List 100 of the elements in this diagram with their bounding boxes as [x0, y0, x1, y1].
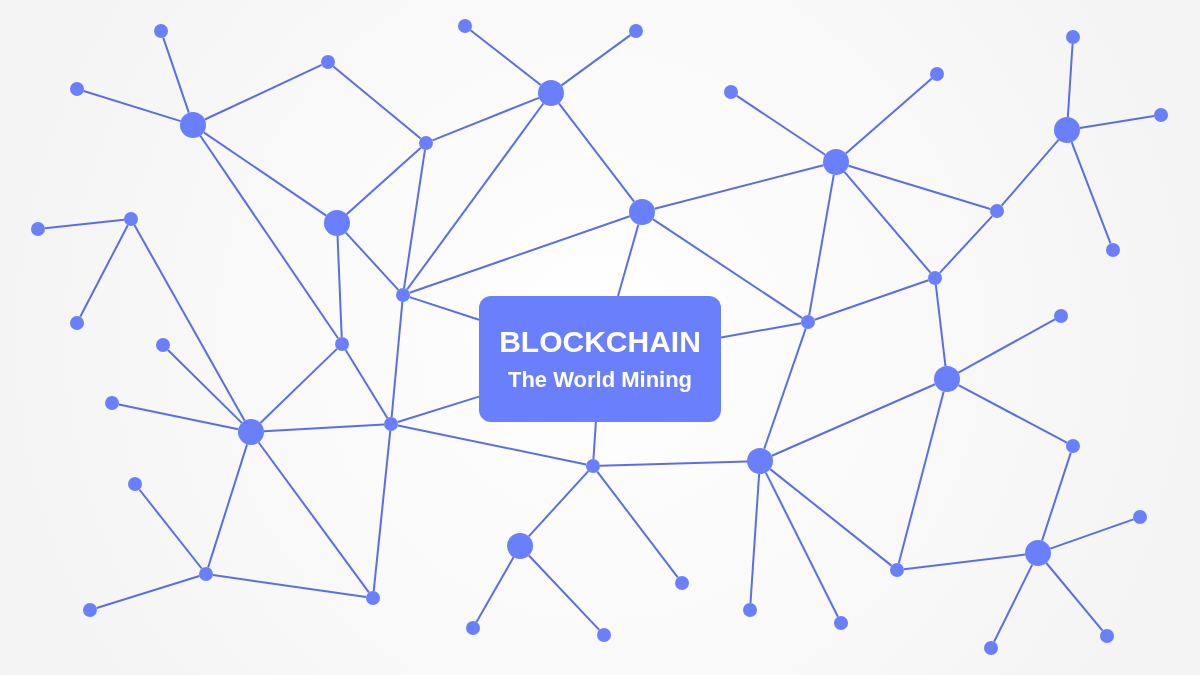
network-node [180, 112, 206, 138]
network-node [743, 603, 757, 617]
network-node [586, 459, 600, 473]
title-box [479, 296, 721, 422]
connector-line [390, 300, 404, 419]
connector-line [79, 224, 129, 318]
connector-line [475, 556, 515, 623]
network-node [629, 199, 655, 225]
connector-line [993, 563, 1034, 643]
network-node [930, 67, 944, 81]
connector-line [596, 470, 679, 579]
connector-line [43, 218, 126, 230]
connector-line [651, 218, 804, 320]
connector-line [259, 347, 338, 424]
connector-line [957, 318, 1056, 374]
connector-line [372, 429, 392, 593]
connector-line [117, 403, 240, 431]
network-node [154, 24, 168, 38]
network-node [105, 396, 119, 410]
connector-line [560, 34, 632, 87]
network-node [324, 210, 350, 236]
connector-line [396, 424, 588, 466]
connector-line [133, 224, 246, 422]
connector-line [735, 94, 827, 156]
connector-line [769, 468, 893, 567]
network-node [675, 576, 689, 590]
connector-line [764, 471, 839, 618]
connector-line [396, 395, 480, 423]
connector-line [406, 102, 545, 291]
title-text: BLOCKCHAIN [499, 327, 701, 357]
network-node [984, 641, 998, 655]
network-node [156, 338, 170, 352]
connector-line [934, 283, 947, 368]
connector-line [1049, 518, 1135, 550]
connector-line [617, 223, 640, 297]
connector-line [527, 470, 590, 538]
connector-line [167, 348, 243, 424]
connector-line [763, 327, 807, 450]
connector-line [263, 423, 385, 433]
connector-line [344, 231, 400, 291]
connector-line [95, 575, 201, 609]
network-node [458, 19, 472, 33]
network-node [335, 337, 349, 351]
network-node [1154, 108, 1168, 122]
connector-line [344, 348, 389, 420]
connector-line [336, 235, 343, 338]
network-node [1106, 243, 1120, 257]
connector-line [557, 102, 636, 203]
network-node [366, 591, 380, 605]
network-node [597, 628, 611, 642]
network-node [70, 82, 84, 96]
network-node [1066, 439, 1080, 453]
connector-line [527, 554, 601, 631]
network-node [747, 448, 773, 474]
network-node [834, 616, 848, 630]
network-node [199, 567, 213, 581]
connector-line [1041, 451, 1072, 542]
connector-line [82, 90, 182, 123]
connector-line [844, 77, 933, 155]
network-node [419, 136, 433, 150]
network-node [1133, 510, 1147, 524]
connector-line [162, 36, 190, 114]
network-node [124, 212, 138, 226]
network-node [128, 477, 142, 491]
subtitle-text: The World Mining [507, 369, 693, 391]
connector-line [199, 134, 340, 340]
network-node [801, 315, 815, 329]
connector-line [847, 164, 992, 210]
connector-line [403, 148, 426, 290]
connector-line [469, 29, 542, 86]
network-node [70, 316, 84, 330]
connector-line [1000, 138, 1060, 207]
network-node [1025, 540, 1051, 566]
network-node [466, 621, 480, 635]
network-node [629, 24, 643, 38]
connector-line [902, 553, 1027, 571]
network-node [823, 149, 849, 175]
connector-line [1045, 562, 1104, 632]
connector-line [1078, 115, 1156, 129]
connector-line [749, 472, 761, 604]
connector-line [770, 383, 937, 457]
connector-line [813, 279, 930, 321]
connector-line [592, 421, 597, 460]
network-node [31, 222, 45, 236]
network-node [507, 533, 533, 559]
network-node [396, 288, 410, 302]
network-node [83, 603, 97, 617]
network-node [990, 204, 1004, 218]
connector-line [257, 441, 370, 594]
connector-line [202, 131, 328, 217]
network-node [238, 419, 264, 445]
network-node [928, 271, 942, 285]
network-node [1054, 117, 1080, 143]
connector-line [431, 96, 540, 142]
connector-line [938, 215, 994, 274]
network-node [321, 55, 335, 69]
connector-line [599, 460, 748, 467]
network-node [1066, 30, 1080, 44]
connector-line [211, 574, 368, 598]
connector-line [332, 65, 422, 140]
